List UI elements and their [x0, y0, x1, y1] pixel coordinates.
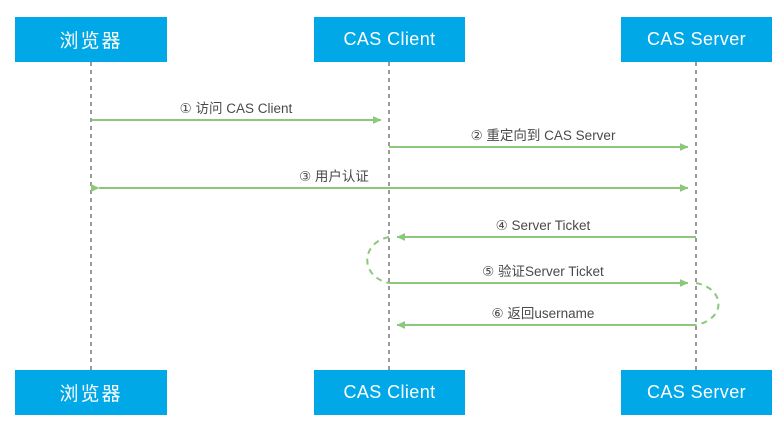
actor-label-browser-bottom: 浏览器 — [59, 384, 123, 405]
actor-box-cas-client-top[interactable]: CAS Client — [314, 17, 465, 62]
actor-label-cas-server-bottom: CAS Server — [646, 382, 747, 402]
message-label-3: ③ 用户认证 — [299, 169, 369, 184]
message-label-2: ② 重定向到 CAS Server — [470, 128, 616, 143]
message-label-5: ⑤ 验证Server Ticket — [482, 264, 604, 279]
message-label-6: ⑥ 返回username — [491, 306, 595, 321]
actor-label-cas-server-top: CAS Server — [646, 29, 747, 49]
actor-label-cas-client-top: CAS Client — [343, 29, 436, 49]
client-processing-arc — [366, 236, 390, 284]
server-processing-arc — [695, 282, 720, 326]
lifelines — [90, 62, 697, 370]
message-label-1: ① 访问 CAS Client — [179, 101, 293, 116]
actor-box-cas-server-bottom[interactable]: CAS Server — [621, 370, 772, 415]
actor-label-cas-client-bottom: CAS Client — [343, 382, 436, 402]
actor-label-browser-top: 浏览器 — [59, 31, 123, 52]
actor-box-cas-client-bottom[interactable]: CAS Client — [314, 370, 465, 415]
message-label-4: ④ Server Ticket — [495, 218, 591, 233]
actor-box-browser-bottom[interactable]: 浏览器 — [15, 370, 167, 415]
message-arrows — [91, 116, 696, 329]
processing-arcs — [366, 236, 720, 326]
actor-box-browser-top[interactable]: 浏览器 — [15, 17, 167, 62]
actor-box-cas-server-top[interactable]: CAS Server — [621, 17, 772, 62]
